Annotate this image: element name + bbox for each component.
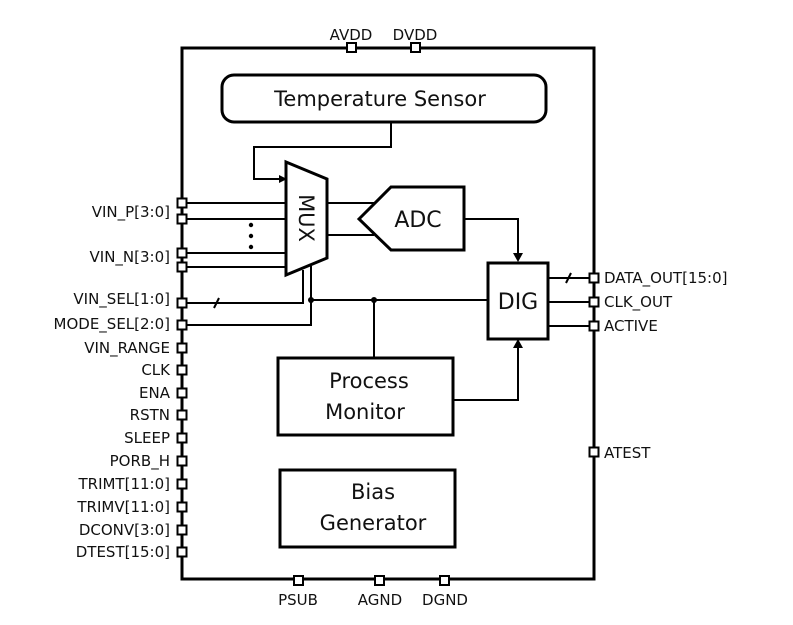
pin-rstn: [176, 409, 188, 421]
pin-clk: [176, 364, 188, 376]
dig-label: DIG: [498, 290, 538, 315]
pin-label-dgnd: DGND: [422, 591, 468, 609]
pin-porb-h: [176, 455, 188, 467]
pin-label-sleep: SLEEP: [124, 429, 170, 447]
dig-block: [486, 261, 550, 341]
pin-label-dconv: DCONV[3:0]: [79, 521, 170, 539]
pin-label-avdd: AVDD: [330, 26, 373, 44]
adc-label: ADC: [394, 208, 441, 233]
temperature-sensor-block: [220, 73, 548, 124]
pin-label-agnd: AGND: [358, 591, 402, 609]
pin-agnd: [374, 575, 385, 586]
arrow-adc-to-dig: [513, 253, 523, 262]
temperature-sensor-label: Temperature Sensor: [273, 87, 486, 111]
pin-dgnd: [439, 575, 450, 586]
process-monitor-block: [276, 356, 455, 437]
pin-trimv: [176, 501, 188, 513]
bias-generator-block: [278, 468, 457, 549]
bias-generator-label-line2: Generator: [320, 511, 427, 535]
pin-active: [588, 320, 600, 332]
junction-dot: [308, 297, 314, 303]
process-monitor-label-line1: Process: [329, 369, 409, 393]
pin-label-active: ACTIVE: [604, 317, 658, 335]
pin-label-clk-out: CLK_OUT: [604, 293, 673, 312]
pin-vin-n: [176, 247, 188, 259]
pin-label-dvdd: DVDD: [393, 26, 438, 44]
arrow-process-monitor-to-dig: [513, 339, 523, 348]
wire-temp-to-mux: [253, 122, 392, 180]
ellipsis-dot: [248, 222, 254, 228]
bias-generator-label-line1: Bias: [351, 480, 395, 504]
pin-sleep: [176, 432, 188, 444]
pin-vin-p: [176, 213, 188, 225]
pin-dconv: [176, 524, 188, 536]
pin-vin-p: [176, 197, 188, 209]
right-pin-group: DATA_OUT[15:0] CLK_OUT ACTIVE ATEST: [588, 269, 727, 462]
pin-label-atest: ATEST: [604, 444, 651, 462]
pin-vin-range: [176, 342, 188, 354]
chip-boundary: [180, 46, 596, 581]
wire-mode-sel: [186, 266, 312, 326]
pin-vin-sel: [176, 297, 188, 309]
wire-adc-to-dig: [464, 218, 519, 254]
mux-label: MUX: [294, 194, 318, 242]
pin-label-vin-sel: VIN_SEL[1:0]: [73, 290, 170, 309]
pin-dtest: [176, 546, 188, 558]
pin-label-dtest: DTEST[15:0]: [76, 543, 170, 561]
ellipsis-dot: [248, 244, 254, 250]
pin-label-trimv: TRIMV[11:0]: [76, 498, 170, 516]
pin-label-vin-n: VIN_N[3:0]: [90, 248, 170, 267]
pin-trimt: [176, 478, 188, 490]
pin-label-clk: CLK: [141, 361, 171, 379]
pin-label-porb-h: PORB_H: [110, 452, 170, 471]
left-pin-group: VIN_P[3:0] VIN_N[3:0] VIN_SEL[1:0] MODE_SEL…: [54, 197, 188, 561]
mux-block: [284, 159, 329, 278]
ellipsis-dot: [248, 233, 254, 239]
pin-mode-sel: [176, 319, 188, 331]
arrow-temp-to-mux: [279, 175, 287, 183]
pin-label-ena: ENA: [139, 384, 171, 402]
pin-label-vin-p: VIN_P[3:0]: [92, 203, 170, 222]
pin-label-vin-range: VIN_RANGE: [84, 339, 170, 358]
bus-slash-vin-sel: [213, 297, 220, 309]
process-monitor-label-line2: Monitor: [325, 400, 405, 424]
pin-data-out: [588, 272, 600, 284]
pin-clk-out: [588, 296, 600, 308]
pin-psub: [293, 575, 304, 586]
pin-avdd: [346, 42, 357, 53]
bus-slash-data-out: [565, 272, 572, 284]
pin-ena: [176, 387, 188, 399]
pin-dvdd: [410, 42, 421, 53]
wire-vin-sel: [186, 270, 304, 304]
pin-atest: [588, 446, 600, 458]
pin-label-trimt: TRIMT[11:0]: [77, 475, 170, 493]
pin-label-mode-sel: MODE_SEL[2:0]: [54, 315, 170, 334]
pin-label-rstn: RSTN: [130, 406, 170, 424]
pin-label-data-out: DATA_OUT[15:0]: [604, 269, 727, 288]
pin-label-psub: PSUB: [278, 591, 318, 609]
wire-process-monitor-to-dig: [453, 347, 519, 401]
pin-vin-n: [176, 261, 188, 273]
